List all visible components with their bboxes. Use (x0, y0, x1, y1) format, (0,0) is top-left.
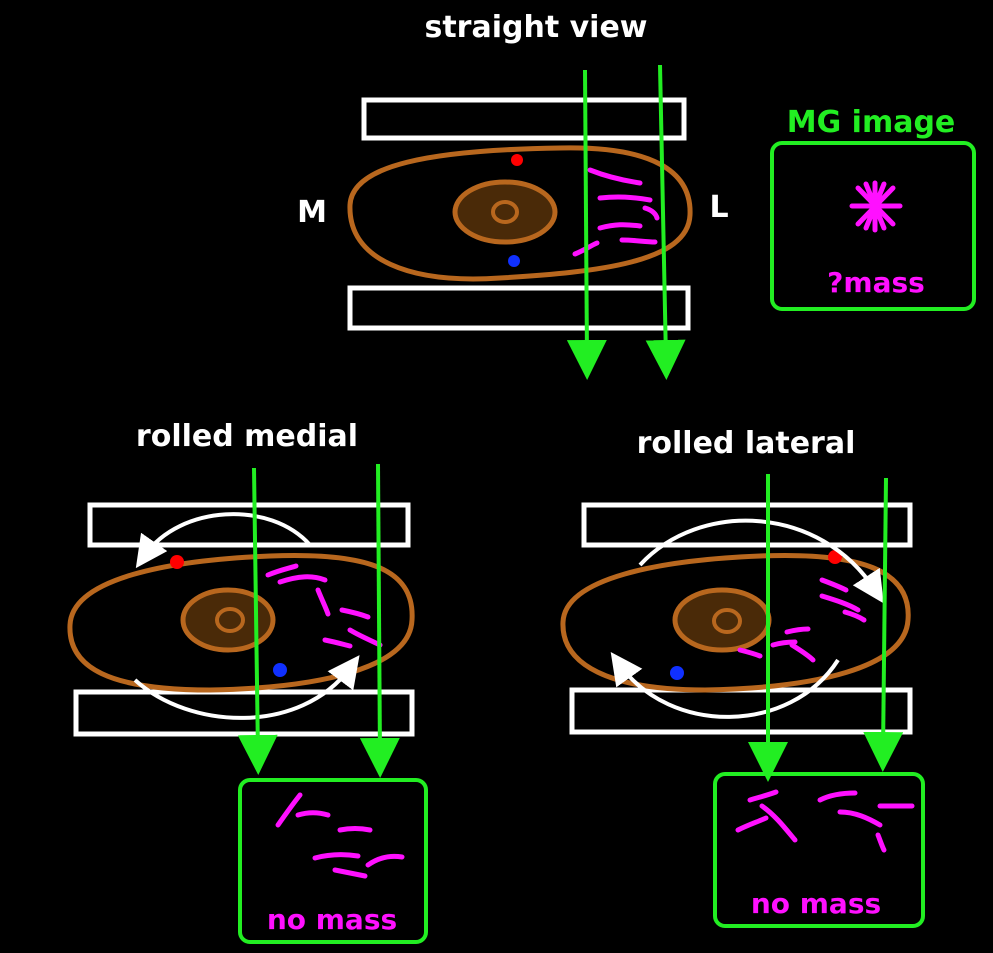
areola (452, 179, 558, 245)
tissue-strands (265, 563, 383, 649)
roll-direction-arrow (135, 512, 312, 569)
mg-image-box (770, 141, 976, 311)
breast-outline (347, 145, 693, 282)
roll-direction-arrow (610, 651, 840, 719)
x-ray-beam-arrow (237, 467, 278, 775)
areola (180, 587, 276, 653)
nipple (712, 608, 742, 634)
x-ray-beam-arrow (645, 64, 686, 380)
nipple (491, 200, 519, 224)
result-tissue-strands (735, 789, 915, 853)
red-skin-marker (828, 550, 842, 564)
rolled-lateral-result-box (713, 772, 925, 928)
upper-compression-paddle (361, 97, 687, 141)
lower-compression-paddle (73, 689, 415, 737)
rolled-lateral-panel: rolled lateral (560, 426, 925, 928)
upper-compression-paddle (87, 502, 411, 548)
spiculated-mass-icon (849, 180, 903, 233)
rolled-medial-title: rolled medial (136, 419, 358, 454)
nipple (215, 607, 245, 633)
lower-compression-paddle (347, 285, 691, 331)
roll-direction-arrow (638, 518, 884, 604)
mg-image-result: ?mass (827, 266, 925, 299)
rolled-lateral-title: rolled lateral (637, 426, 856, 461)
red-skin-marker (170, 555, 184, 569)
red-skin-marker (511, 154, 523, 166)
result-tissue-strands (275, 792, 405, 879)
straight-view-panel: straight view M L (297, 10, 729, 380)
tissue-strands (572, 167, 660, 257)
blue-skin-marker (273, 663, 287, 677)
mg-image-title: MG image (787, 105, 956, 140)
medial-label: M (297, 195, 327, 230)
x-ray-beam-arrow (863, 477, 904, 772)
rolled-medial-result-box (238, 778, 428, 944)
rolled-lateral-result: no mass (751, 887, 881, 920)
rolled-medial-panel: rolled medial no mass (67, 419, 428, 944)
areola (672, 587, 772, 653)
blue-skin-marker (670, 666, 684, 680)
x-ray-beam-arrow (566, 69, 607, 380)
upper-compression-paddle (581, 502, 913, 548)
x-ray-beam-arrow (359, 463, 400, 778)
rolled-medial-result: no mass (267, 903, 397, 936)
straight-view-title: straight view (424, 10, 647, 45)
blue-skin-marker (508, 255, 520, 267)
roll-direction-arrow (133, 655, 360, 720)
lateral-label: L (709, 190, 728, 225)
lower-compression-paddle (569, 687, 913, 735)
tissue-strands (737, 577, 867, 663)
mg-image-panel: MG image ?mass (770, 105, 976, 311)
breast-outline (560, 552, 911, 693)
